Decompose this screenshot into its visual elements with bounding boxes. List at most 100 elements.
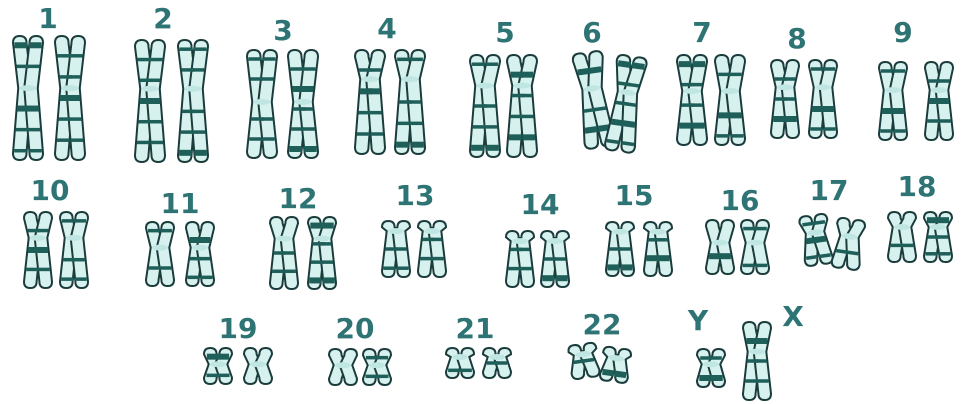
dark-band [397, 58, 410, 62]
dark-band [509, 134, 522, 140]
dark-band [719, 253, 731, 259]
dark-band [773, 116, 785, 122]
dark-band [460, 369, 472, 373]
chromosome-number-label: 2 [153, 2, 172, 35]
chromosome-7: 7 [677, 16, 745, 145]
centromere [712, 240, 727, 246]
centromere [362, 76, 379, 82]
chromosome-3: 3 [247, 14, 318, 158]
dark-band [893, 69, 905, 73]
dark-band [471, 145, 484, 151]
dark-band [310, 223, 322, 229]
centromere [295, 99, 312, 105]
centromere [514, 83, 531, 89]
dark-band [656, 238, 668, 242]
dark-band [377, 375, 389, 379]
centromere [62, 85, 79, 91]
dark-band [61, 277, 73, 281]
dark-band [483, 104, 496, 108]
dark-band [368, 68, 381, 72]
chromosome-11: 11 [146, 187, 214, 286]
dark-band [261, 77, 274, 81]
dark-band [709, 253, 721, 259]
dark-band [320, 242, 332, 246]
chromosome-number-label: X [782, 300, 804, 333]
dark-band [658, 255, 670, 261]
dark-band [16, 128, 29, 131]
centromere [703, 361, 718, 367]
dark-band [291, 127, 304, 131]
dark-band [690, 103, 703, 107]
dark-band [937, 98, 949, 104]
chromosome-5: 5 [470, 16, 537, 157]
dark-band [68, 75, 81, 79]
dark-band [397, 266, 409, 270]
dark-band [249, 137, 262, 141]
dark-band [692, 123, 705, 129]
chromosome-number-label: 5 [495, 16, 514, 49]
dark-band [27, 65, 40, 69]
dark-band [70, 54, 83, 58]
dark-band [284, 270, 296, 274]
centromere [684, 88, 701, 94]
centromere [931, 87, 946, 93]
centromere [477, 83, 494, 89]
dark-band [926, 252, 938, 256]
chromosome-14: 14 [506, 188, 569, 287]
dark-band [309, 277, 321, 283]
dark-band [371, 132, 384, 136]
dark-band [810, 127, 822, 131]
dark-band [756, 264, 768, 268]
dark-band [322, 223, 334, 229]
centromere [650, 229, 665, 235]
dark-band [198, 257, 210, 261]
dark-band [201, 276, 213, 280]
chromosome-x: X [743, 300, 804, 400]
dark-band [485, 62, 498, 66]
dark-band [718, 112, 731, 118]
dark-band [263, 57, 276, 61]
dark-band [448, 369, 460, 373]
chromosome-number-label: 9 [893, 16, 912, 49]
chromosome-number-label: 12 [279, 182, 318, 215]
dark-band [29, 42, 42, 48]
dark-band [36, 229, 48, 233]
dark-band [508, 267, 520, 271]
dark-band [518, 248, 530, 252]
dark-band [321, 260, 333, 264]
chromosome-number-label: 7 [692, 16, 711, 49]
dark-band [755, 359, 767, 363]
centromere [815, 84, 830, 90]
dark-band [621, 264, 633, 270]
centromere [547, 238, 562, 244]
dark-band [179, 150, 192, 156]
centromere [489, 354, 504, 360]
centromere [66, 235, 81, 241]
centromere [210, 361, 225, 367]
dark-band [67, 95, 80, 101]
chromosome-9: 9 [879, 16, 953, 140]
dark-band [272, 270, 284, 274]
dark-band [755, 227, 767, 231]
centromere [885, 87, 900, 93]
dark-band [62, 219, 74, 223]
dark-band [939, 252, 951, 256]
dark-band [420, 257, 432, 261]
dark-band [745, 379, 757, 383]
centromere [894, 224, 909, 230]
centromere [276, 236, 291, 242]
dark-band [395, 247, 407, 251]
centromere [142, 86, 159, 92]
dark-band [711, 375, 723, 381]
centromere [20, 85, 37, 91]
dark-band [607, 264, 619, 270]
centromere [612, 229, 627, 235]
dark-band [554, 257, 566, 261]
dark-band [936, 235, 948, 239]
centromere [722, 88, 739, 94]
chromosome-1: 1 [13, 2, 85, 160]
dark-band [194, 150, 207, 156]
dark-band [148, 79, 161, 83]
centromere [930, 224, 945, 230]
